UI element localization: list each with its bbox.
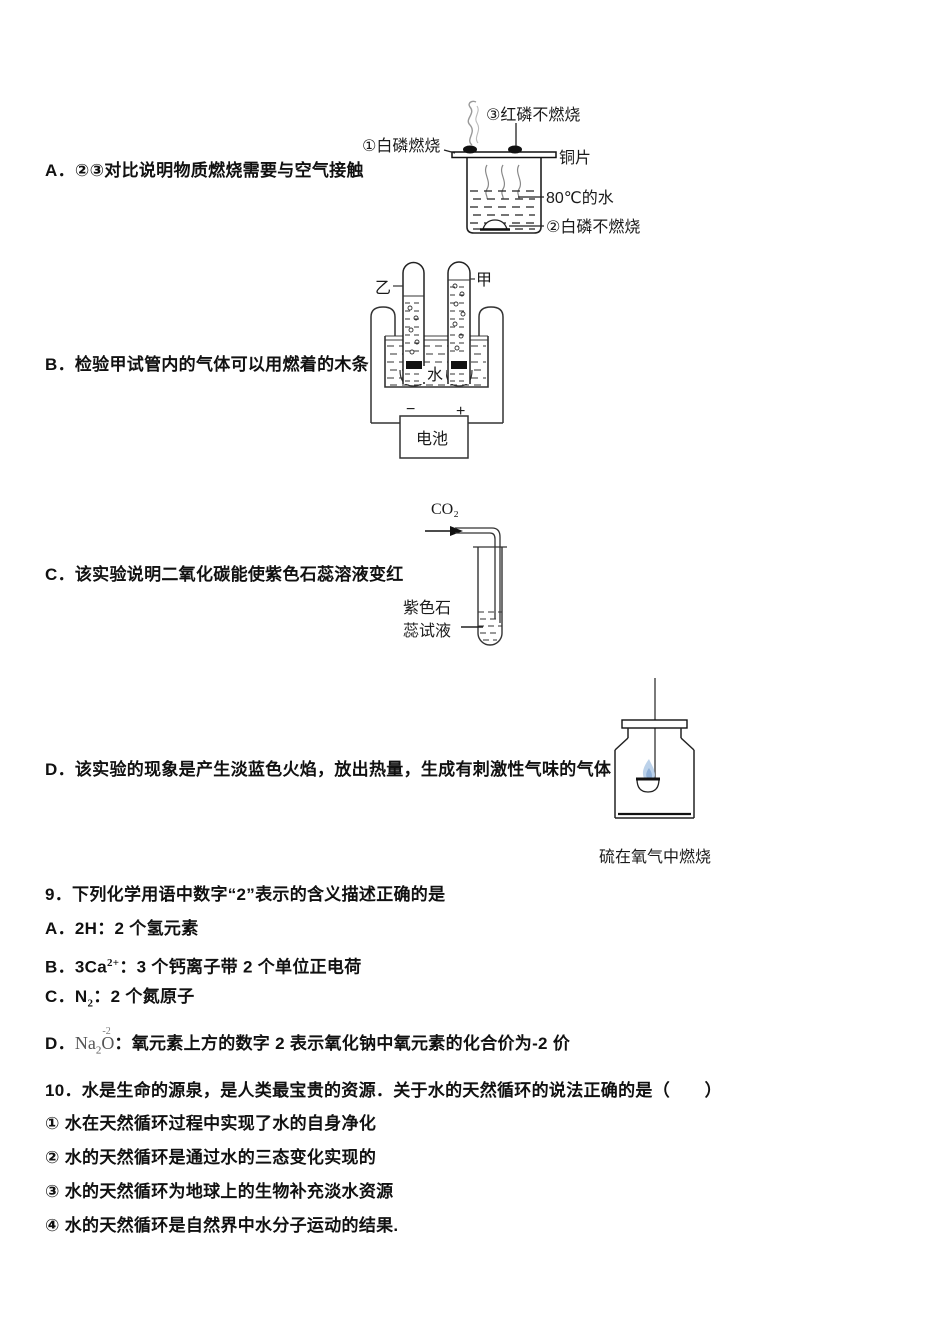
water-label: 水 bbox=[427, 366, 443, 384]
q8-option-a: A．②③对比说明物质燃烧需要与空气接触 bbox=[45, 161, 364, 180]
wire-loop-left bbox=[370, 306, 396, 423]
label-hot-water: 80℃的水 bbox=[546, 189, 614, 207]
copper-sheet bbox=[451, 151, 557, 159]
smoke-squiggle bbox=[467, 100, 477, 146]
q9-option-b: B．3Ca2+：3 个钙离子带 2 个单位正电荷 bbox=[45, 952, 362, 979]
trough-outline bbox=[384, 336, 489, 388]
q9-option-b-rest: ：3 个钙离子带 2 个单位正电荷 bbox=[119, 957, 362, 977]
q10-item-1: ① 水在天然循环过程中实现了水的自身净化 bbox=[45, 1114, 377, 1133]
co2-label: CO₂ bbox=[431, 501, 459, 518]
q8-option-d: D．该实验的现象是产生淡蓝色火焰，放出热量，生成有刺激性气味的气体 bbox=[45, 760, 612, 779]
phosphorus-experiment-diagram: ③红磷不燃烧 ①白磷燃烧 铜片 80℃的水 ②白磷不燃烧 bbox=[362, 100, 640, 236]
label-red-phosphorus: ③红磷不燃烧 bbox=[486, 106, 580, 124]
q10-item-2: ② 水的天然循环是通过水的三态变化实现的 bbox=[45, 1148, 377, 1167]
wire-loop-right bbox=[478, 306, 504, 423]
blue-flame-inner bbox=[646, 768, 652, 780]
beaker-outline bbox=[466, 157, 542, 234]
na2o-o: O bbox=[101, 1033, 115, 1053]
battery-label: 电池 bbox=[416, 430, 448, 448]
leader-white-p bbox=[443, 149, 456, 154]
q9-option-b-charge: 2+ bbox=[106, 957, 120, 969]
underwater-phosphorus bbox=[482, 219, 508, 230]
tube-right-label: 甲 bbox=[476, 272, 492, 289]
litmus-label-line1: 紫色石 bbox=[403, 599, 451, 617]
q9-option-c: C．N2：2 个氮原子 bbox=[45, 986, 195, 1014]
litmus-liquid-dashes bbox=[478, 611, 502, 641]
bottle-lid bbox=[621, 719, 688, 729]
tube-left-label: 乙 bbox=[375, 280, 391, 297]
q10-item-3: ③ 水的天然循环为地球上的生物补充淡水资源 bbox=[45, 1182, 394, 1201]
gas-bottle bbox=[614, 728, 695, 819]
smoke-squiggle-2 bbox=[475, 105, 480, 144]
tube-seat-right bbox=[445, 369, 473, 387]
q9-option-a: A．2H：2 个氢元素 bbox=[45, 918, 199, 940]
q10-item-4: ④ 水的天然循环是自然界中水分子运动的结果. bbox=[45, 1216, 399, 1235]
q9-stem: 9．下列化学用语中数字“2”表示的含义描述正确的是 bbox=[45, 885, 446, 904]
test-tube-right bbox=[447, 261, 471, 384]
electrolysis-diagram: 电池 − + 乙 甲 水 bbox=[370, 261, 504, 459]
q9-option-c-rest: ：2 个氮原子 bbox=[93, 987, 195, 1006]
q9-option-c-subscript: 2 bbox=[87, 997, 94, 1010]
label-white-phosphorus-not-burning: ②白磷不燃烧 bbox=[546, 218, 640, 236]
electrode-left bbox=[406, 361, 422, 369]
na2o-base: Na bbox=[74, 1033, 96, 1053]
q9-option-d-label: D． bbox=[45, 1034, 75, 1053]
battery-box bbox=[399, 415, 469, 459]
combustion-spoon bbox=[636, 778, 660, 793]
gas-flow-arrowhead bbox=[450, 526, 463, 536]
water-label-bg bbox=[423, 366, 446, 382]
steam-lines bbox=[484, 164, 522, 200]
na2o-subscript: 2 bbox=[95, 1044, 102, 1057]
test-tube bbox=[477, 547, 503, 646]
q9-option-a-rest: ：2 个氢元素 bbox=[97, 919, 199, 938]
co2-litmus-diagram: CO₂ 紫色石 蕊试液 bbox=[403, 501, 507, 646]
litmus-label-line2: 蕊试液 bbox=[403, 622, 451, 640]
label-copper-sheet: 铜片 bbox=[559, 149, 591, 167]
red-phosphorus-dot bbox=[508, 145, 522, 154]
q9-option-a-text: A．2H bbox=[45, 919, 98, 938]
delivery-pipe-outer bbox=[455, 527, 501, 623]
na2o-valence: -2 bbox=[102, 1026, 111, 1037]
test-tube-left bbox=[402, 261, 425, 384]
plus-terminal: + bbox=[456, 403, 465, 420]
sulfur-burning-diagram: 硫在氧气中燃烧 bbox=[599, 678, 711, 866]
label-white-phosphorus-burning: ①白磷燃烧 bbox=[362, 137, 440, 155]
gas-bubbles bbox=[407, 283, 466, 355]
minus-terminal: − bbox=[406, 401, 415, 418]
q8-option-b: B．检验甲试管内的气体可以用燃着的木条 bbox=[45, 355, 369, 374]
q9-option-b-formula: B．3Ca bbox=[45, 957, 107, 977]
white-phosphorus-dot bbox=[463, 145, 477, 154]
q10-stem: 10．水是生命的源泉，是人类最宝贵的资源．关于水的天然循环的说法正确的是（ ） bbox=[45, 1081, 722, 1100]
q9-option-c-formula: C．N bbox=[45, 987, 88, 1006]
q8-option-c: C．该实验说明二氧化碳能使紫色石蕊溶液变红 bbox=[45, 565, 404, 584]
q9-option-d-rest: ：氧元素上方的数字 2 表示氧化钠中氧元素的化合价为-2 价 bbox=[114, 1034, 571, 1053]
delivery-pipe-inner bbox=[455, 532, 496, 619]
electrode-right bbox=[451, 361, 467, 369]
sulfur-caption: 硫在氧气中燃烧 bbox=[599, 848, 711, 866]
